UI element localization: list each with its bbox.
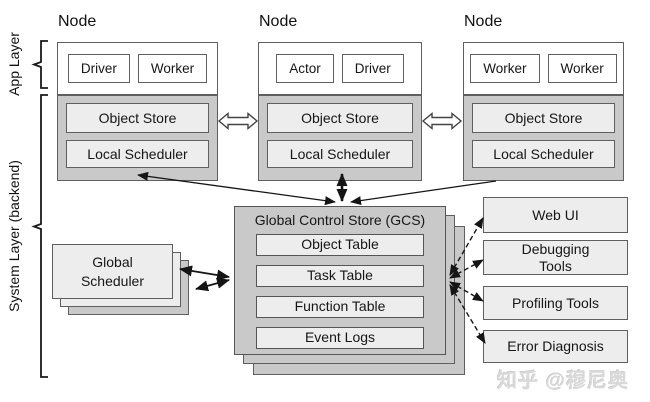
system-layer-label: System Layer (backend) (6, 160, 22, 312)
node-app-section: Worker Worker (463, 42, 624, 95)
local-scheduler-box: Local Scheduler (66, 140, 209, 168)
actor-process-box: Actor (276, 54, 334, 83)
app-layer-bracket (31, 40, 48, 89)
system-layer-bracket (31, 94, 48, 378)
node-system-section: Object Store Local Scheduler (463, 95, 624, 181)
web-ui-box: Web UI (483, 197, 628, 233)
global-scheduler-gcs-arrow (195, 277, 230, 292)
function-table-box: Function Table (256, 296, 424, 318)
node-system-section: Object Store Local Scheduler (258, 95, 422, 181)
app-layer-label: App Layer (6, 32, 22, 96)
object-store-box: Object Store (267, 103, 413, 133)
gcs-right-node-arrow (350, 180, 497, 206)
object-table-box: Object Table (256, 234, 424, 256)
worker-process-box: Worker (547, 54, 617, 83)
worker-process-box: Worker (470, 54, 540, 83)
gcs-box: Global Control Store (GCS) Object Table … (234, 206, 446, 355)
node-title: Node (58, 13, 97, 30)
object-store-link-arrow (217, 112, 259, 130)
node-system-section: Object Store Local Scheduler (57, 95, 218, 181)
error-diagnosis-box: Error Diagnosis (483, 330, 628, 363)
node-title: Node (259, 13, 298, 30)
object-store-box: Object Store (66, 103, 209, 133)
event-logs-box: Event Logs (256, 327, 424, 349)
local-scheduler-box: Local Scheduler (472, 140, 615, 168)
profiling-tools-box: Profiling Tools (483, 286, 628, 320)
node-app-section: Actor Driver (258, 42, 422, 95)
watermark: 知乎 @穆尼奥 (497, 370, 630, 392)
worker-process-box: Worker (137, 54, 208, 83)
object-store-box: Object Store (472, 103, 615, 133)
driver-process-box: Driver (67, 54, 130, 83)
node-title: Node (464, 13, 503, 30)
gcs-title: Global Control Store (GCS) (254, 212, 426, 228)
object-store-link-arrow (421, 112, 463, 130)
node-app-section: Driver Worker (57, 42, 218, 95)
task-table-box: Task Table (256, 265, 424, 287)
driver-process-box: Driver (341, 54, 404, 83)
debugging-tools-box: Debugging Tools (483, 240, 628, 275)
global-scheduler-box: Global Scheduler (52, 244, 173, 299)
local-scheduler-box: Local Scheduler (267, 140, 413, 168)
